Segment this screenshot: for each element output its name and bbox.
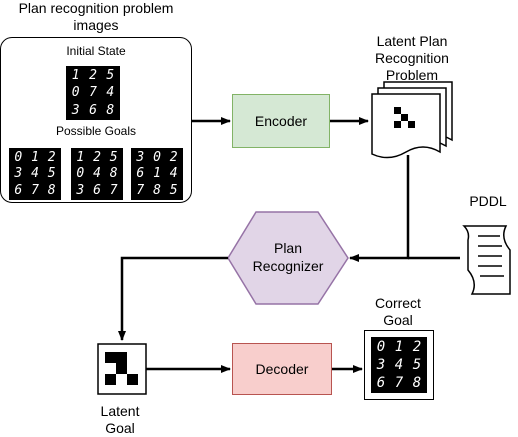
puzzle-digit: 0 [71, 85, 80, 101]
correct-goal-label-1: Correct [375, 295, 421, 311]
puzzle-digit: 7 [136, 183, 145, 199]
puzzle-digit: 6 [14, 183, 23, 199]
pddl-document-icon [462, 225, 511, 295]
puzzle-digit: 2 [89, 68, 97, 84]
puzzle-digit: 6 [136, 166, 145, 182]
latent-problem-grid-icon [394, 107, 415, 128]
puzzle-digit: 8 [106, 102, 115, 118]
puzzle-digit: 4 [93, 166, 101, 182]
puzzle-digit: 7 [394, 375, 404, 391]
arrow-recognizer-to-latent-goal [118, 256, 228, 341]
puzzle-digit: 1 [153, 166, 161, 182]
puzzle-digit: 0 [14, 149, 23, 165]
puzzle-digit: 6 [93, 183, 101, 199]
puzzle-digit: 8 [412, 375, 422, 391]
puzzle-digit: 3 [71, 102, 80, 118]
puzzle-digit: 0 [376, 339, 386, 355]
latent-problem-label-3: Problem [385, 67, 439, 83]
puzzle-digit: 8 [47, 183, 56, 199]
plan-recognizer-label-2: Recognizer [252, 258, 324, 274]
puzzle-digit: 4 [106, 85, 115, 101]
latent-goal-label-2: Goal [105, 420, 135, 436]
puzzle-digit: 4 [394, 357, 404, 373]
latent-problem-label-1: Latent Plan [376, 33, 448, 49]
puzzle-digit: 6 [376, 375, 386, 391]
puzzle-digit: 7 [109, 183, 118, 199]
puzzle-digit: 5 [109, 149, 118, 165]
puzzle-digit: 3 [14, 166, 23, 182]
puzzle-digit: 1 [394, 339, 404, 355]
plan-recognizer-label-1: Plan [273, 240, 303, 256]
puzzle-digit: 5 [106, 68, 115, 84]
latent-goal-label-1: Latent [100, 403, 140, 419]
encoder-label: Encoder [254, 113, 308, 129]
pddl-label: PDDL [469, 193, 507, 209]
latent-problem-document-stack [371, 81, 453, 159]
puzzle-digit: 2 [47, 149, 56, 165]
puzzle-digit: 2 [93, 149, 101, 165]
puzzle-digit: 4 [169, 166, 178, 182]
puzzle-digit: 1 [76, 149, 85, 165]
puzzle-digit: 6 [89, 102, 97, 118]
decoder-label: Decoder [255, 361, 309, 377]
decoder-box: Decoder [232, 343, 332, 395]
puzzle-digit: 2 [169, 149, 178, 165]
puzzle-digit: 4 [31, 166, 39, 182]
problem-images-title-line-2: images [73, 17, 119, 33]
problem-images-container [0, 37, 192, 203]
puzzle-digit: 5 [412, 357, 422, 373]
puzzle-digit: 2 [412, 339, 422, 355]
puzzle-digit: 0 [76, 166, 85, 182]
latent-problem-label-2: Recognition [375, 50, 449, 66]
correct-goal-label-2: Goal [383, 312, 413, 328]
puzzle-digit: 3 [136, 149, 145, 165]
arrow-latent-problem-to-recognizer [349, 155, 410, 262]
initial-state-label: Initial State [66, 44, 126, 58]
encoder-box: Encoder [232, 94, 330, 148]
puzzle-digit: 5 [169, 183, 178, 199]
puzzle-digit: 7 [31, 183, 39, 199]
puzzle-digit: 0 [153, 149, 161, 165]
puzzle-digit: 8 [109, 166, 118, 182]
puzzle-digit: 1 [31, 149, 39, 165]
puzzle-digit: 3 [76, 183, 85, 199]
puzzle-digit: 5 [47, 166, 56, 182]
puzzle-digit: 3 [376, 357, 386, 373]
latent-goal-grid-icon [105, 352, 138, 385]
puzzle-digit: 7 [89, 85, 97, 101]
problem-images-title-line-1: Plan recognition problem [18, 0, 174, 16]
possible-goals-label: Possible Goals [55, 124, 137, 138]
puzzle-digit: 1 [71, 68, 80, 84]
puzzle-digit: 8 [153, 183, 161, 199]
